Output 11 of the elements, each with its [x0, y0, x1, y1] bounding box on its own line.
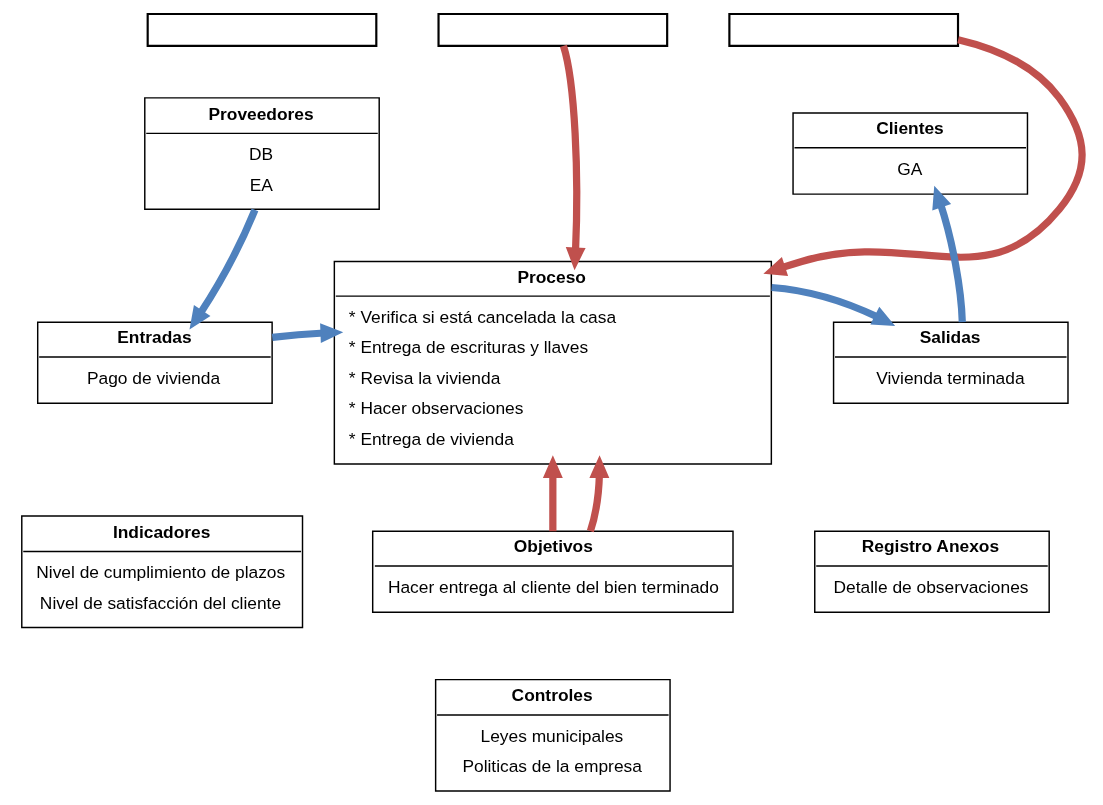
- arrow: [559, 45, 586, 271]
- node-box: [436, 12, 668, 47]
- arrow: [271, 323, 343, 344]
- arrow: [189, 208, 258, 330]
- arrow: [770, 283, 895, 326]
- arrow: [931, 185, 966, 323]
- arrow: [762, 36, 1086, 277]
- arrow: [586, 455, 609, 533]
- node-box: [146, 12, 377, 47]
- arrow: [542, 455, 563, 532]
- node-box: [727, 12, 959, 47]
